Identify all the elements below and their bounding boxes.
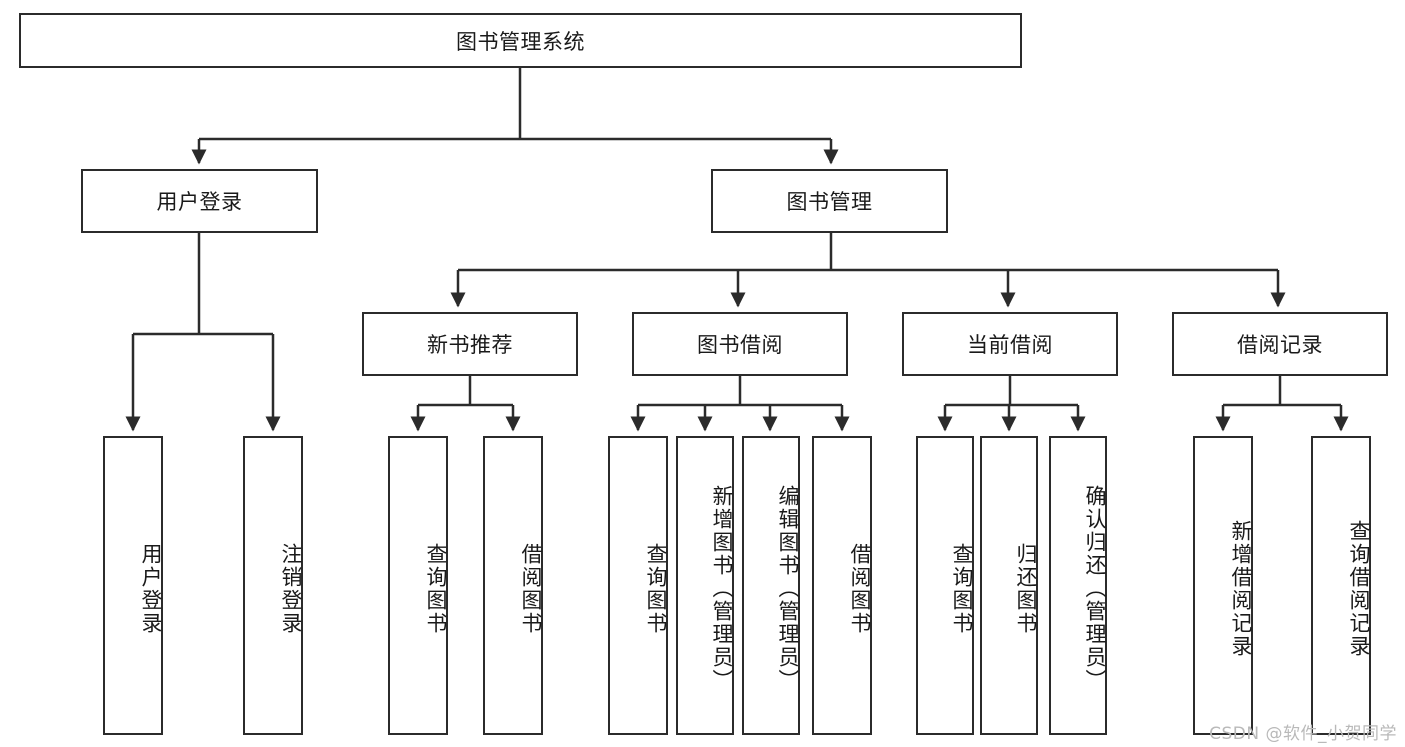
node-current-borrow[interactable]: 当前借阅	[902, 312, 1118, 376]
node-label: 新增借阅记录	[1229, 519, 1253, 658]
node-label: 借阅图书	[848, 542, 872, 635]
node-label: 确认归还（管理员）	[1083, 485, 1107, 692]
node-user-login[interactable]: 用户登录	[81, 169, 318, 233]
node-label: 新增图书（管理员）	[710, 485, 734, 692]
node-label: 当前借阅	[967, 333, 1053, 357]
leaf-borrow-borrow-book[interactable]: 借阅图书	[812, 436, 872, 735]
node-label: 查询图书	[424, 542, 448, 635]
node-label: 用户登录	[139, 542, 163, 635]
leaf-recommend-query-book[interactable]: 查询图书	[388, 436, 448, 735]
leaf-borrow-query-book[interactable]: 查询图书	[608, 436, 668, 735]
leaf-recommend-borrow-book[interactable]: 借阅图书	[483, 436, 543, 735]
leaf-borrow-add-book-admin[interactable]: 新增图书（管理员）	[676, 436, 734, 735]
node-borrow-record[interactable]: 借阅记录	[1172, 312, 1388, 376]
node-label: 注销登录	[279, 542, 303, 635]
node-label: 查询借阅记录	[1347, 519, 1371, 658]
node-book-management-system[interactable]: 图书管理系统	[19, 13, 1022, 68]
node-label: 借阅图书	[519, 542, 543, 635]
node-label: 图书借阅	[697, 333, 783, 357]
leaf-current-confirm-return-admin[interactable]: 确认归还（管理员）	[1049, 436, 1107, 735]
leaf-borrow-edit-book-admin[interactable]: 编辑图书（管理员）	[742, 436, 800, 735]
leaf-record-query-borrow-record[interactable]: 查询借阅记录	[1311, 436, 1371, 735]
node-book-borrow[interactable]: 图书借阅	[632, 312, 848, 376]
node-label: 借阅记录	[1237, 333, 1323, 357]
node-label: 新书推荐	[427, 333, 513, 357]
node-new-book-recommend[interactable]: 新书推荐	[362, 312, 578, 376]
leaf-current-query-book[interactable]: 查询图书	[916, 436, 974, 735]
node-label: 编辑图书（管理员）	[776, 485, 800, 692]
node-book-management[interactable]: 图书管理	[711, 169, 948, 233]
leaf-record-add-borrow-record[interactable]: 新增借阅记录	[1193, 436, 1253, 735]
node-label: 图书管理	[786, 190, 873, 214]
node-label: 用户登录	[156, 190, 243, 214]
node-label: 图书管理系统	[456, 29, 585, 54]
node-label: 查询图书	[644, 542, 668, 635]
node-label: 查询图书	[950, 542, 974, 635]
leaf-logout[interactable]: 注销登录	[243, 436, 303, 735]
leaf-user-login[interactable]: 用户登录	[103, 436, 163, 735]
node-label: 归还图书	[1014, 542, 1038, 635]
leaf-current-return-book[interactable]: 归还图书	[980, 436, 1038, 735]
watermark: CSDN @软件_小贺同学	[1209, 724, 1397, 744]
